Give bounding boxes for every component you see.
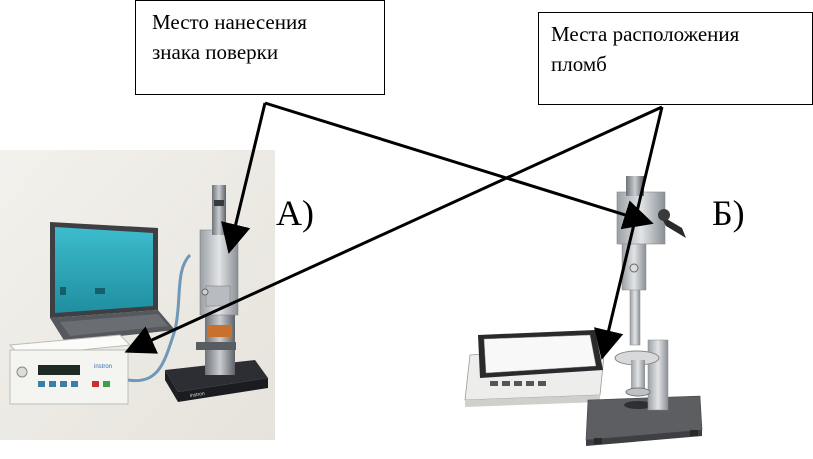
laptop-icon [50,222,175,342]
callout-verification-line2: знака поверки [152,40,279,64]
label-a: А) [276,193,314,233]
photo-b-hardness-tester-system [464,176,703,446]
arrow-seals-to-b [593,106,664,360]
arrow-seals-to-a [124,105,663,354]
callout-verification-line1: Место нанесения [152,10,307,34]
callout-arrows [124,101,664,360]
controller-unit: instron [8,334,132,405]
arrow-verification-to-b [264,101,654,230]
hardness-tester-a: instron [165,185,268,402]
callout-seals-line2: пломб [551,52,607,76]
display-unit [464,330,606,407]
callout-seal-locations: Места расположения пломб [538,12,813,105]
arrow-verification-to-a [221,102,267,254]
base-brand-label: instron [189,391,205,399]
hardness-tester-b [585,176,703,446]
callout-seals-line1: Места расположения [551,22,740,46]
photo-a-hardness-tester-system: instron instron [0,150,275,440]
controller-brand-label: instron [94,364,112,370]
callout-verification-mark: Место нанесения знака поверки [135,0,385,95]
label-b: Б) [712,193,745,233]
